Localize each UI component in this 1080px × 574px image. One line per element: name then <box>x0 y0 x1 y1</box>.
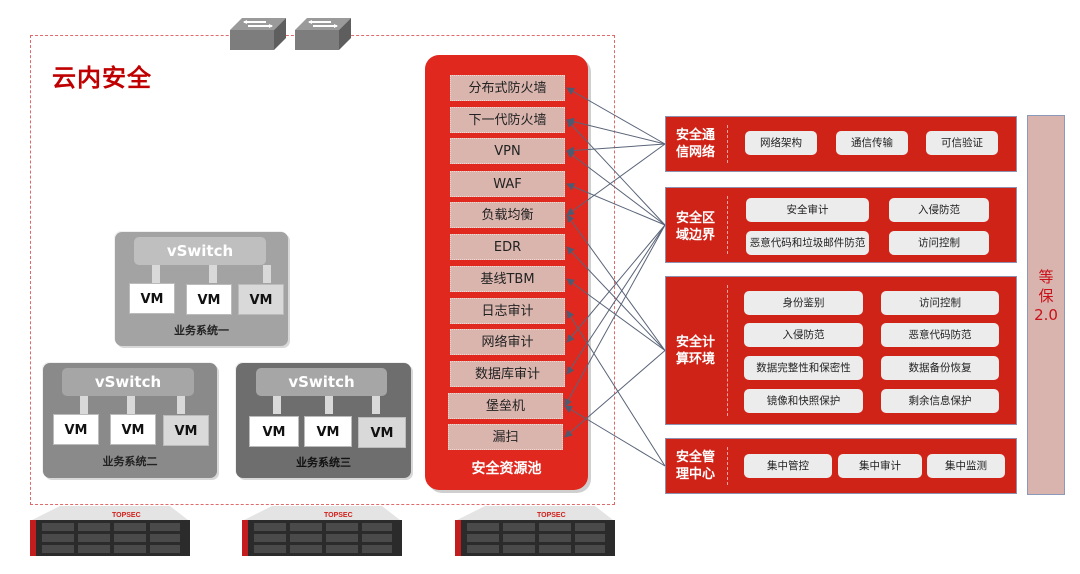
chip-residual-info-protection[interactable]: 剩余信息保护 <box>881 389 999 413</box>
vm: VM <box>238 284 284 315</box>
chip-malware-prevention[interactable]: 恶意代码防范 <box>881 323 999 347</box>
pool-item-log-audit[interactable]: 日志审计 <box>450 298 565 324</box>
vm-group-business-system-3: vSwitch VM VM VM 业务系统三 <box>236 363 411 478</box>
vm: VM <box>249 416 299 447</box>
svg-text:TOPSEC: TOPSEC <box>537 512 566 519</box>
pool-title: 安全资源池 <box>471 461 542 477</box>
cloud-security-title: 云内安全 <box>52 64 152 92</box>
category-secure-area-boundary: 安全区域边界 安全审计 入侵防范 恶意代码和垃圾邮件防范 访问控制 <box>665 187 1017 263</box>
network-switch-icon <box>295 18 351 50</box>
chip-access-control[interactable]: 访问控制 <box>889 231 989 255</box>
chip-trusted-verification[interactable]: 可信验证 <box>926 131 998 155</box>
chip-network-architecture[interactable]: 网络架构 <box>745 131 817 155</box>
svg-text:TOPSEC: TOPSEC <box>112 512 141 519</box>
category-label: 安全区域边界 <box>676 211 716 243</box>
pool-item-waf[interactable]: WAF <box>450 171 565 197</box>
vm: VM <box>163 415 209 446</box>
chip-communication-transmission[interactable]: 通信传输 <box>836 131 908 155</box>
pool-item-load-balancer[interactable]: 负载均衡 <box>450 202 565 228</box>
pool-item-network-audit[interactable]: 网络审计 <box>450 329 565 355</box>
group-name: 业务系统一 <box>174 324 229 337</box>
vswitch: vSwitch <box>256 368 387 396</box>
chip-centralized-monitoring[interactable]: 集中监测 <box>927 454 1005 478</box>
pool-item-bastion-host[interactable]: 堡垒机 <box>448 393 563 419</box>
vm-group-business-system-2: vSwitch VM VM VM 业务系统二 <box>43 363 217 478</box>
vm: VM <box>186 284 232 315</box>
chip-security-audit[interactable]: 安全审计 <box>746 198 869 222</box>
chip-intrusion-prevention[interactable]: 入侵防范 <box>744 323 863 347</box>
vm: VM <box>129 283 175 314</box>
group-name: 业务系统三 <box>296 456 351 469</box>
chip-centralized-audit[interactable]: 集中审计 <box>838 454 922 478</box>
category-security-management-center: 安全管理中心 集中管控 集中审计 集中监测 <box>665 438 1017 494</box>
category-label: 安全管理中心 <box>676 450 716 482</box>
chip-access-control[interactable]: 访问控制 <box>881 291 999 315</box>
chip-intrusion-prevention[interactable]: 入侵防范 <box>889 198 989 222</box>
category-secure-computing-environment: 安全计算环境 身份鉴别 访问控制 入侵防范 恶意代码防范 数据完整性和保密性 数… <box>665 276 1017 425</box>
group-name: 业务系统二 <box>102 455 158 468</box>
vm: VM <box>53 414 99 445</box>
chip-data-backup-recovery[interactable]: 数据备份恢复 <box>881 356 999 380</box>
svg-text:TOPSEC: TOPSEC <box>324 512 353 519</box>
security-resource-pool: 分布式防火墙 下一代防火墙 VPN WAF 负载均衡 EDR 基线TBM 日志审… <box>425 55 588 490</box>
pool-item-baseline-tbm[interactable]: 基线TBM <box>450 266 565 292</box>
category-label: 安全计算环境 <box>676 335 716 367</box>
category-secure-communication-network: 安全通信网络 网络架构 通信传输 可信验证 <box>665 116 1017 172</box>
network-switch-icon <box>230 18 286 50</box>
chip-data-integrity-confidentiality[interactable]: 数据完整性和保密性 <box>744 356 863 380</box>
pool-item-vulnerability-scan[interactable]: 漏扫 <box>448 424 563 450</box>
vm-group-business-system-1: vSwitch VM VM VM 业务系统一 <box>115 232 288 346</box>
vswitch: vSwitch <box>134 237 266 265</box>
pool-item-database-audit[interactable]: 数据库审计 <box>450 361 565 387</box>
server-icon: TOPSEC <box>455 506 615 556</box>
chip-malware-spam-prevention[interactable]: 恶意代码和垃圾邮件防范 <box>746 231 869 255</box>
pool-item-edr[interactable]: EDR <box>450 234 565 260</box>
vm: VM <box>358 417 406 448</box>
server-icon: TOPSEC <box>242 506 402 556</box>
server-icon: TOPSEC <box>30 506 190 556</box>
category-label: 安全通信网络 <box>676 128 716 160</box>
pool-item-vpn[interactable]: VPN <box>450 138 565 164</box>
pool-item-ngfw[interactable]: 下一代防火墙 <box>450 107 565 133</box>
chip-centralized-control[interactable]: 集中管控 <box>744 454 832 478</box>
vswitch: vSwitch <box>62 368 194 396</box>
chip-image-snapshot-protection[interactable]: 镜像和快照保护 <box>744 389 863 413</box>
pool-item-distributed-firewall[interactable]: 分布式防火墙 <box>450 75 565 101</box>
vm: VM <box>110 414 156 445</box>
vm: VM <box>304 416 352 447</box>
chip-identity-authentication[interactable]: 身份鉴别 <box>744 291 863 315</box>
